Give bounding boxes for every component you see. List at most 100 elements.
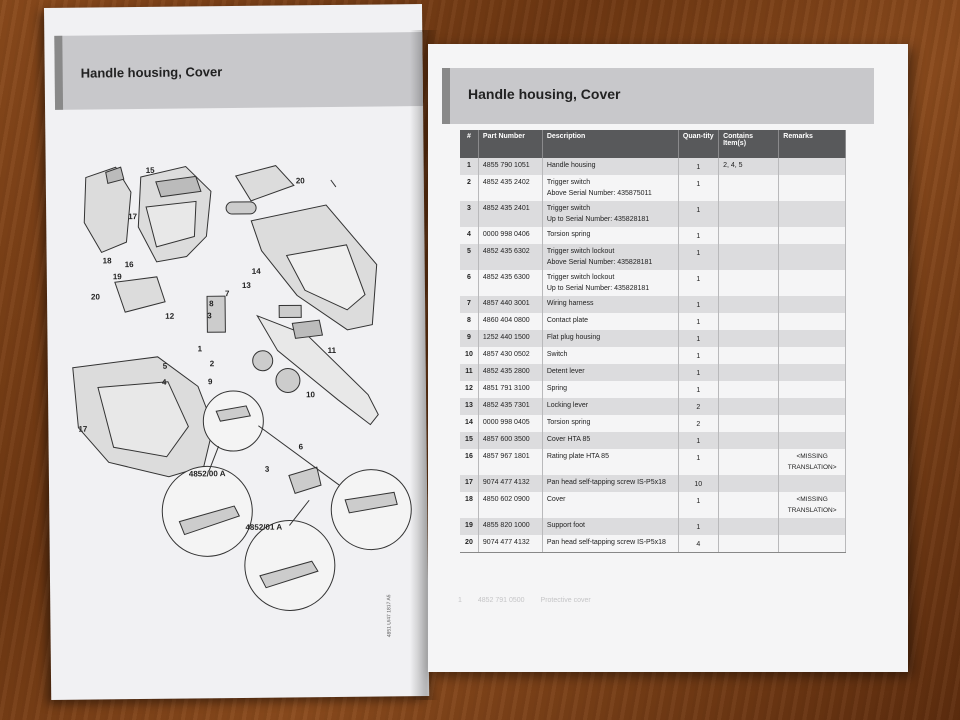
row-quantity: 1 — [678, 175, 720, 201]
callout-4852-00-a: 4852/00 A — [189, 469, 226, 478]
part-switch — [275, 367, 301, 393]
row-quantity: 1 — [678, 381, 720, 398]
row-remarks — [778, 415, 846, 432]
row-part-number-text: 4855 820 1000 — [482, 522, 530, 529]
callout-19: 19 — [113, 272, 123, 281]
row-number-text: 2 — [467, 179, 471, 186]
row-quantity: 1 — [678, 347, 720, 364]
row-description-text: Flat plug housing — [546, 334, 601, 341]
row-part-number: 4857 967 1801 — [478, 449, 543, 475]
row-remarks — [778, 475, 846, 492]
row-description: Rating plate HTA 85 — [542, 449, 679, 475]
row-quantity-text: 1 — [696, 164, 701, 171]
row-part-number: 0000 998 0406 — [478, 227, 543, 244]
callout-20b: 20 — [91, 292, 101, 301]
bleed-through-part: 4852 791 0500 — [477, 597, 525, 604]
row-part-number: 4857 600 3500 — [478, 432, 543, 449]
part-contact-plate — [206, 295, 226, 333]
row-description: Cover HTA 85 — [542, 432, 679, 449]
part-handle-top — [234, 165, 295, 202]
callout-3b: 3 — [265, 465, 270, 474]
row-contains — [718, 432, 780, 449]
row-description-text: Handle housing — [546, 162, 596, 169]
row-number: 14 — [460, 415, 479, 432]
row-quantity-text: 1 — [696, 319, 701, 326]
row-description: Torsion spring — [542, 415, 679, 432]
right-page-header: Handle housing, Cover — [442, 68, 874, 124]
row-number-text: 5 — [467, 248, 471, 255]
row-quantity: 1 — [678, 432, 720, 449]
row-part-number: 4852 435 6302 — [478, 244, 543, 270]
row-description: Wiring harness — [542, 296, 679, 313]
row-description-text: Above Serial Number: 435875011 — [546, 190, 652, 197]
row-quantity-text: 1 — [696, 207, 701, 214]
row-number: 1 — [460, 158, 479, 175]
row-remarks — [778, 535, 846, 553]
callout-7: 7 — [225, 289, 230, 298]
row-description: Handle housing — [542, 158, 679, 175]
row-description: Trigger switch lockout Up to Serial Numbe… — [542, 270, 679, 296]
row-contains — [718, 296, 780, 313]
row-number-text: 12 — [465, 385, 473, 392]
row-contains — [718, 227, 780, 244]
bleed-through-desc: Protective cover — [540, 597, 591, 604]
row-quantity-text: 2 — [696, 421, 701, 428]
callout-1: 1 — [198, 344, 203, 353]
row-contains — [718, 330, 780, 347]
part-cover-18 — [83, 166, 132, 254]
row-quantity: 10 — [678, 475, 720, 492]
row-description: Detent lever — [542, 364, 679, 381]
callout-18: 18 — [103, 256, 113, 265]
row-part-number: 1252 440 1500 — [478, 330, 543, 347]
row-number: 7 — [460, 296, 479, 313]
row-remarks — [778, 381, 846, 398]
row-number: 6 — [460, 270, 479, 296]
callout-3: 3 — [207, 311, 212, 320]
callout-20: 20 — [296, 176, 306, 185]
row-description-text: Up to Serial Number: 435828181 — [546, 285, 650, 292]
row-description-text: Torsion spring — [546, 231, 591, 238]
right-page: Handle housing, Cover # Part Number Desc… — [428, 44, 908, 672]
row-quantity: 1 — [678, 270, 720, 296]
row-number: 13 — [460, 398, 479, 415]
bleed-through-number: 1 — [458, 597, 462, 604]
row-part-number: 4855 820 1000 — [478, 518, 543, 535]
row-part-number-text: 4852 435 7301 — [482, 402, 530, 409]
row-quantity-text: 1 — [696, 498, 701, 505]
col-quantity: Quan-tity — [678, 130, 720, 158]
row-quantity-text: 1 — [696, 353, 701, 360]
row-contains — [718, 381, 780, 398]
row-number: 15 — [460, 432, 479, 449]
row-number-text: 15 — [465, 436, 473, 443]
row-number: 10 — [460, 347, 479, 364]
callout-11: 11 — [328, 346, 337, 355]
row-quantity: 1 — [678, 244, 720, 270]
row-description: Contact plate — [542, 313, 679, 330]
callout-13: 13 — [242, 281, 252, 290]
bleed-through-row: 1 4852 791 0500 Protective cover — [458, 597, 848, 611]
left-page: Handle housing, Cover — [44, 4, 430, 700]
detail-circle-4 — [244, 519, 336, 611]
row-description-text: Trigger switch lockout — [546, 274, 615, 281]
row-quantity-text: 10 — [694, 481, 703, 488]
row-number-text: 11 — [465, 368, 473, 375]
row-contains — [718, 244, 780, 270]
row-number: 18 — [460, 492, 479, 518]
row-remarks — [778, 227, 846, 244]
row-remarks-text: TRANSLATION> — [787, 507, 837, 514]
callout-6: 6 — [299, 442, 304, 451]
row-quantity-text: 1 — [696, 336, 701, 343]
row-number: 3 — [460, 201, 479, 227]
row-number: 12 — [460, 381, 479, 398]
row-remarks-text: TRANSLATION> — [787, 464, 837, 471]
row-contains — [718, 475, 780, 492]
callout-9: 9 — [208, 377, 213, 386]
row-contains — [718, 415, 780, 432]
callout-15: 15 — [146, 166, 156, 175]
callout-12: 12 — [165, 312, 175, 321]
row-description: Locking lever — [542, 398, 679, 415]
